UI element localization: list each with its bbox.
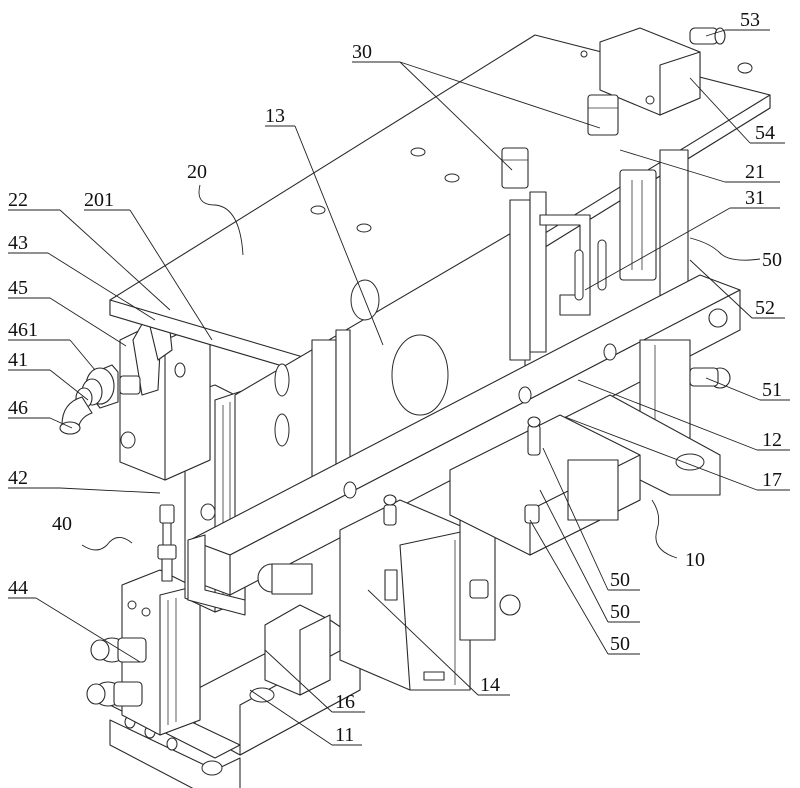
cylinder-50-middle xyxy=(459,509,521,641)
cylinder-51 xyxy=(639,308,731,451)
label-40: 40 xyxy=(52,513,72,535)
label-52: 52 xyxy=(755,297,775,319)
top-hole xyxy=(737,62,753,74)
sensor-30-b xyxy=(587,94,619,136)
label-22: 22 xyxy=(8,189,28,211)
label-42: 42 xyxy=(8,467,28,489)
label-21: 21 xyxy=(745,161,765,183)
label-201: 201 xyxy=(84,189,114,211)
fitting-53 xyxy=(689,27,726,45)
label-30: 30 xyxy=(352,41,372,63)
label-53: 53 xyxy=(740,9,760,31)
label-50-b: 50 xyxy=(610,569,630,591)
front-beam-12 xyxy=(189,274,741,596)
column-52 xyxy=(659,149,689,301)
block-54 xyxy=(599,27,701,116)
label-20: 20 xyxy=(187,161,207,183)
label-11: 11 xyxy=(335,724,354,746)
label-54: 54 xyxy=(755,122,775,144)
label-46: 46 xyxy=(8,397,28,419)
label-461: 461 xyxy=(8,319,38,341)
roller-block xyxy=(257,563,313,595)
label-50-a: 50 xyxy=(762,249,782,271)
leader-lines xyxy=(8,29,790,746)
label-31: 31 xyxy=(745,187,765,209)
plate-50 xyxy=(449,414,641,556)
cylinder-fitting-41 xyxy=(75,364,141,409)
cylinder-31 xyxy=(619,169,657,281)
label-16: 16 xyxy=(335,691,355,713)
label-43: 43 xyxy=(8,232,28,254)
base-block-16 xyxy=(264,604,331,696)
l-bracket xyxy=(187,534,246,616)
label-51: 51 xyxy=(762,379,782,401)
label-12: 12 xyxy=(762,429,782,451)
label-45: 45 xyxy=(8,277,28,299)
cylinder-44 xyxy=(86,569,201,736)
cylinder-14 xyxy=(339,494,471,691)
reference-labels: 53 30 13 54 20 21 22 201 31 43 50 45 52 … xyxy=(8,9,782,746)
label-41: 41 xyxy=(8,349,28,371)
label-13: 13 xyxy=(265,105,285,127)
bracket-21 xyxy=(539,214,607,316)
label-14: 14 xyxy=(480,674,500,696)
label-50-d: 50 xyxy=(610,633,630,655)
label-17: 17 xyxy=(762,469,782,491)
label-50-c: 50 xyxy=(610,601,630,623)
stopper-bolt xyxy=(157,504,177,582)
sensor-30-a xyxy=(501,147,529,189)
label-44: 44 xyxy=(8,577,28,599)
label-10: 10 xyxy=(685,549,705,571)
side-plate-13 xyxy=(234,224,526,521)
